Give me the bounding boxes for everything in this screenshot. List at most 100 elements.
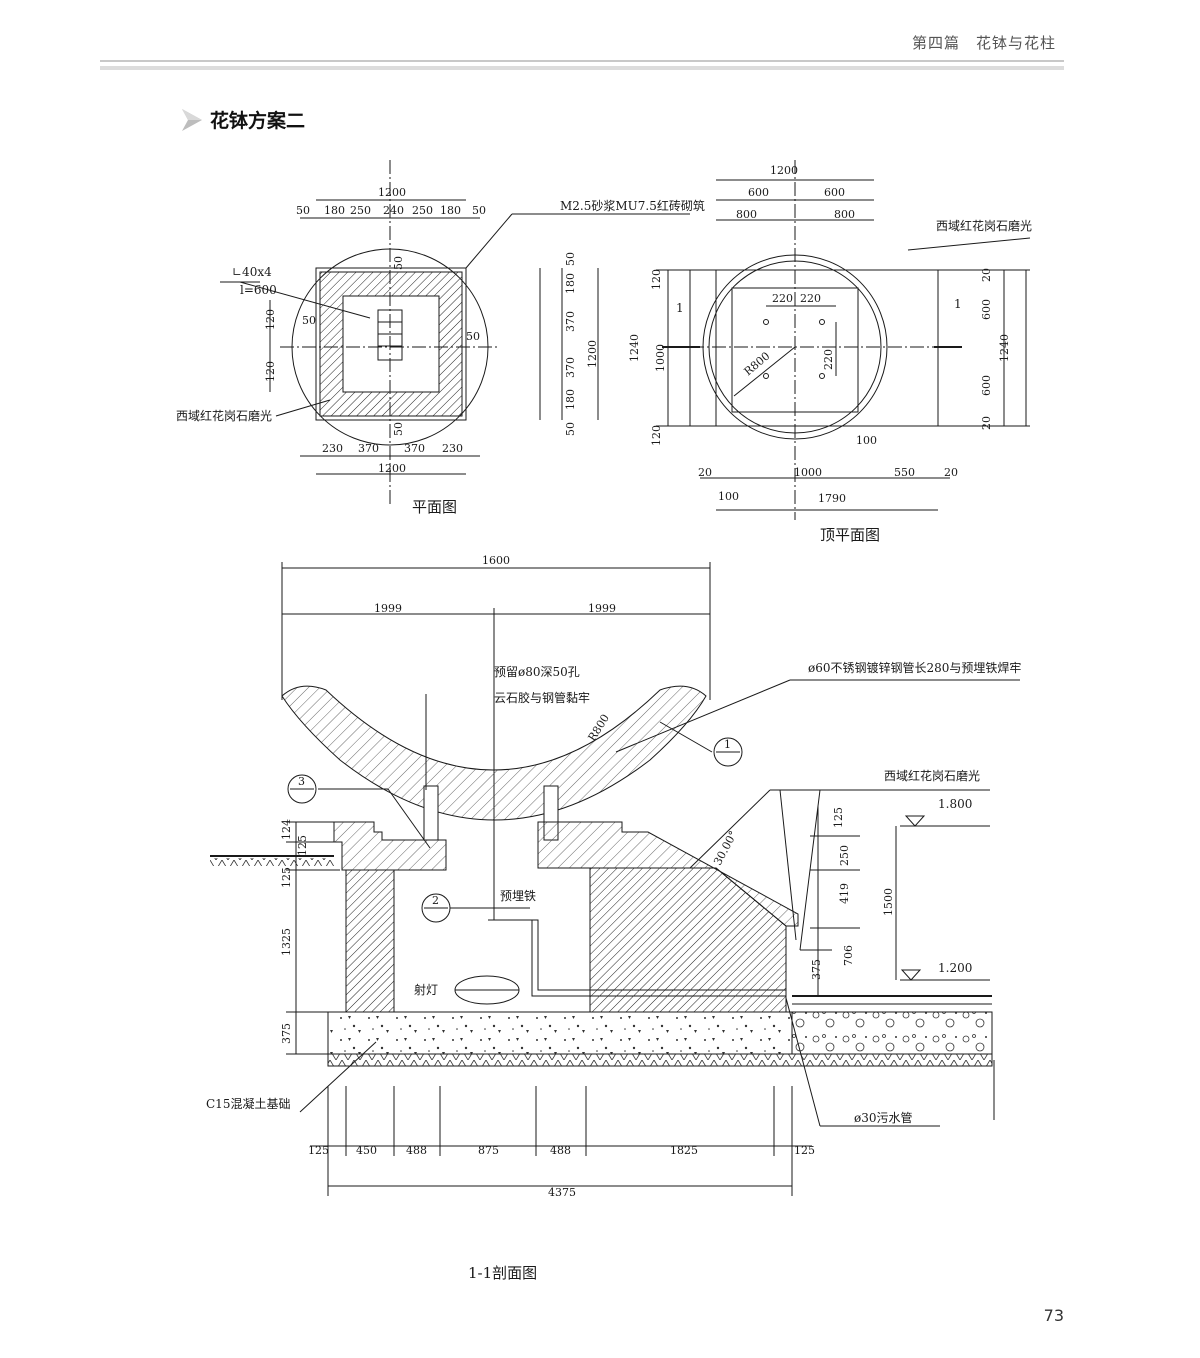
plan-right-dim: 50: [564, 252, 577, 266]
top-left-dim: 1000: [654, 344, 667, 372]
plan-right-dim: 180: [564, 389, 577, 410]
section-foundation-note: C15混凝土基础: [206, 1096, 290, 1111]
section-right-dim: 375: [810, 959, 823, 980]
section-heading: 花钵方案二: [180, 106, 305, 133]
top-bottom-total: 1790: [818, 492, 846, 505]
section-bottom-dims: 125 450 488 875 488 1825 125: [308, 1144, 815, 1157]
section-view: [210, 562, 1020, 1196]
plan-top-dim: 250: [412, 204, 433, 217]
section-bottom-dim: 875: [478, 1144, 499, 1157]
plan-angle-length: l=600: [240, 283, 277, 297]
section-pipe-note: ø60不锈钢镀锌钢管长280与预埋铁焊牢: [808, 660, 1021, 675]
section-angle: 30.00°: [711, 829, 740, 868]
section-top-total: 1600: [482, 554, 510, 567]
plan-bottom-dim: 370: [404, 442, 425, 455]
section-bottom-dim: 125: [794, 1144, 815, 1157]
section-left-dim: 125: [280, 867, 293, 888]
plan-inner-dim: 50: [392, 422, 405, 436]
section-right-dim: 1500: [882, 888, 895, 916]
section-elev-low: 1.200: [938, 961, 972, 975]
section-caption: 1-1剖面图: [468, 1264, 537, 1282]
section-hole-note: 预留ø80深50孔: [494, 665, 580, 679]
plan-top-dim: 250: [350, 204, 371, 217]
plan-caption: 平面图: [412, 498, 457, 516]
plan-bottom-dim: 370: [358, 442, 379, 455]
top-right-total: 1240: [998, 334, 1011, 362]
section-pipe-left: [423, 785, 439, 841]
section-embed-label: 预埋铁: [500, 889, 536, 903]
plan-right-dim: 50: [564, 422, 577, 436]
section-bottom-dim: 125: [308, 1144, 329, 1157]
plan-bottom-total: 1200: [378, 462, 406, 475]
header-rule: [100, 60, 1064, 62]
section-bottom-dim: 488: [406, 1144, 427, 1157]
plan-inner-dim: 50: [466, 330, 480, 343]
section-foundation: [327, 1011, 793, 1055]
top-section-marker-left: 1: [676, 301, 684, 315]
top-right-dim: 600: [980, 299, 993, 320]
top-hole-spacing: 220: [772, 292, 793, 305]
plan-bottom-dims: 230 370 370 230: [322, 442, 463, 455]
section-right-dim: 419: [838, 883, 851, 904]
section-right-dim: 706: [842, 945, 855, 966]
top-right-dim: 20: [980, 268, 993, 282]
top-hole: [819, 373, 825, 379]
section-left-dims: 124 125 125 1325 375: [280, 819, 309, 1044]
top-top-outer: 800: [736, 208, 757, 221]
top-section-marker-right: 1: [954, 297, 962, 311]
plan-top-dim: 180: [324, 204, 345, 217]
top-hole-spacing: 220: [800, 292, 821, 305]
plan-inner-dim: 50: [392, 256, 405, 270]
plan-top-dim: 240: [383, 204, 404, 217]
page-number: 73: [1043, 1306, 1064, 1325]
section-earth: [327, 1053, 993, 1067]
arrow-marker-icon: [182, 108, 202, 131]
top-stone-note: 西域红花岗石磨光: [936, 218, 1032, 233]
section-wall-right: [589, 867, 787, 1013]
top-base-outline: [715, 269, 939, 427]
top-radius-line: [733, 346, 796, 397]
section-top-half: 1999: [374, 602, 402, 615]
section-left-dim: 1325: [280, 928, 293, 956]
top-bottom-dim: 550: [894, 466, 915, 479]
plan-top-dims: 50 180 250 240 250 180 50: [296, 204, 486, 217]
section-right-dim: 125: [832, 807, 845, 828]
section-elev-high: 1.800: [938, 797, 972, 811]
plan-right-dims: 50 180 370 370 180 50 1200: [564, 252, 599, 436]
plan-inner-dim: 50: [302, 314, 316, 327]
plan-right-total: 1200: [586, 340, 599, 368]
top-hole-spacing-v: 220: [822, 349, 835, 370]
top-bottom-dim: 20: [944, 466, 958, 479]
top-right-dims: 20 600 600 20 1240: [980, 268, 1011, 430]
top-hole: [819, 319, 825, 325]
section-glue-note: 云石胶与钢管黏牢: [494, 690, 590, 705]
plan-bottom-dim: 230: [322, 442, 343, 455]
section-gravel: [791, 1011, 993, 1055]
section-right-dim: 250: [838, 845, 851, 866]
plan-ladder: [377, 309, 403, 361]
top-left-dim: 120: [650, 425, 663, 446]
section-bowl: [281, 685, 707, 821]
top-top-total: 1200: [770, 164, 798, 177]
plan-base-outer: [315, 267, 467, 421]
section-top-half: 1999: [588, 602, 616, 615]
top-top-half: 600: [824, 186, 845, 199]
section-left-dim: 125: [296, 835, 309, 856]
section-bottom-dim: 488: [550, 1144, 571, 1157]
plan-right-dim: 370: [564, 357, 577, 378]
section-lamp-label: 射灯: [414, 982, 438, 997]
section-drain-note: ø30污水管: [854, 1110, 913, 1125]
plan-stone-note: 西域红花岗石磨光: [176, 408, 272, 423]
plan-left-dim: 120: [264, 309, 277, 330]
top-left-dim: 120: [650, 269, 663, 290]
top-hole: [763, 319, 769, 325]
plan-left-dim: 120: [264, 361, 277, 382]
plan-top-dim: 50: [472, 204, 486, 217]
section-stone-note: 西域红花岗石磨光: [884, 768, 980, 783]
detail-marker-1: 1: [724, 738, 731, 751]
section-column-left: [345, 869, 395, 1013]
section-bottom-dim: 450: [356, 1144, 377, 1157]
plan-left-dims: 120 120: [264, 309, 277, 382]
top-plan-caption: 顶平面图: [820, 526, 880, 544]
